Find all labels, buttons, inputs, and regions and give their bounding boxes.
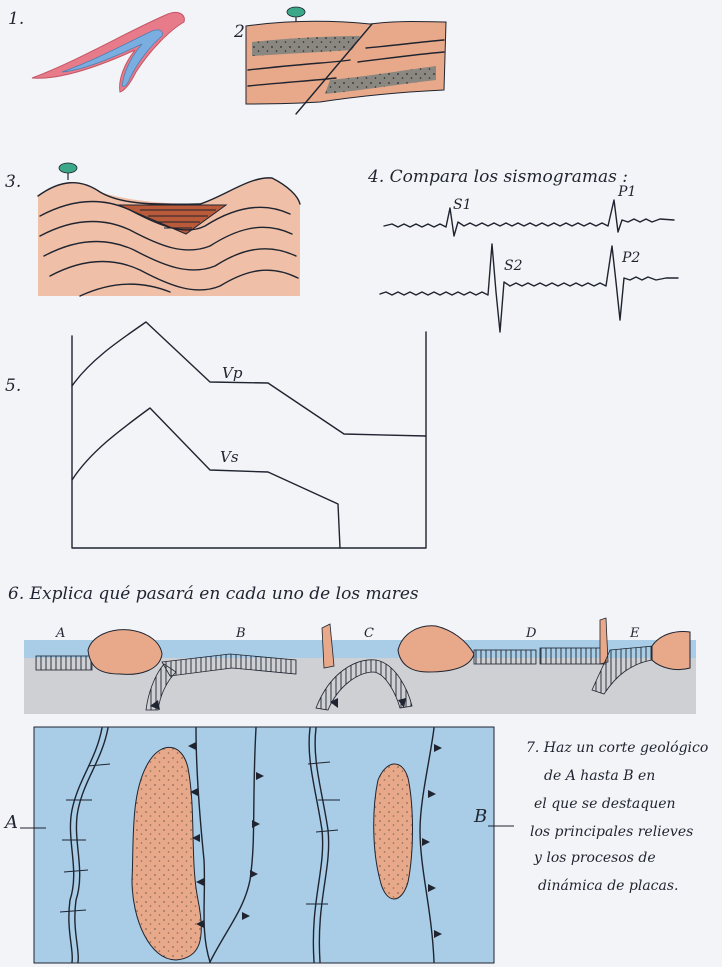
instruction-line-2: de A hasta B en xyxy=(544,768,655,784)
continent-east-texture xyxy=(373,763,413,899)
sea-label-d: D xyxy=(525,626,537,641)
section-5-number: 5. xyxy=(5,376,21,396)
label-p1: P1 xyxy=(617,184,636,200)
subduction-triangle-icon xyxy=(330,698,338,708)
surface-profile xyxy=(37,177,301,205)
continent-1 xyxy=(87,629,163,675)
ridge-2-transform-faults xyxy=(306,761,340,905)
oceanic-plate-d-left xyxy=(473,649,537,665)
subduction-triangle-icon xyxy=(398,698,406,708)
map-label-b: B xyxy=(473,806,487,827)
ridge-1-transform-faults xyxy=(59,763,111,913)
tree-icon xyxy=(286,6,306,22)
stratum-line-3 xyxy=(365,39,445,49)
dark-stratum-left-texture xyxy=(252,36,360,56)
sea-label-c: C xyxy=(364,626,374,641)
instruction-line-6: dinámica de placas. xyxy=(538,878,679,894)
continent-3 xyxy=(651,631,691,671)
trench-east xyxy=(419,727,435,963)
stratum-line-1 xyxy=(247,59,351,71)
vp-curve xyxy=(71,321,427,437)
label-p2: P2 xyxy=(621,250,640,266)
subduction-triangle-icon xyxy=(150,700,160,710)
section-7-map: A B 7. Haz un corte geológico de A hasta… xyxy=(3,726,708,964)
section-4-seismograms: 4. Compara los sismogramas : S1 P1 S2 P2 xyxy=(367,167,679,333)
island-arc-1 xyxy=(321,623,335,669)
subduction-triangle-icon xyxy=(188,742,204,928)
fold-line-1 xyxy=(39,200,291,231)
seas-prompt: 6. Explica qué pasará en cada uno de los… xyxy=(8,584,419,604)
label-s1: S1 xyxy=(453,197,472,213)
basin-lines xyxy=(140,209,216,229)
hill-surface xyxy=(38,177,300,296)
fold-line-3 xyxy=(43,240,297,271)
seismogram-prompt: 4. Compara los sismogramas : xyxy=(367,167,628,187)
subducting-slab-2 xyxy=(315,659,413,711)
section-5-velocity-graph: 5. Vp Vs xyxy=(5,321,427,549)
trench-west xyxy=(195,727,211,963)
label-s2: S2 xyxy=(504,258,523,274)
instruction-line-3: el que se destaquen xyxy=(534,796,676,812)
ridge-2-line-b xyxy=(314,727,330,963)
section-1-number: 1. xyxy=(8,9,24,29)
fault-plane xyxy=(295,23,373,115)
sea-label-b: B xyxy=(235,626,246,641)
section-3-number: 3. xyxy=(5,172,21,192)
dark-stratum-right-texture xyxy=(325,66,436,94)
fold-line-2 xyxy=(39,220,293,251)
oceanic-plate-a xyxy=(35,655,93,671)
ridge-2-line-a xyxy=(308,727,324,963)
vs-curve xyxy=(71,407,341,549)
map-ocean xyxy=(33,726,495,964)
section-1-fold: 1. xyxy=(8,9,185,93)
seismogram-1-trace xyxy=(383,199,675,237)
ridge-1-line-b xyxy=(74,727,109,963)
continent-2 xyxy=(397,625,475,673)
graph-frame xyxy=(71,331,427,549)
section-3-folds: 3. xyxy=(5,162,301,297)
map-label-a: A xyxy=(3,812,18,833)
section-2-number: 2 xyxy=(233,22,245,42)
basin-sediments xyxy=(117,204,228,235)
section-6-seas: 6. Explica qué pasará en cada uno de los… xyxy=(8,584,696,714)
oceanic-plate-d-right xyxy=(539,647,607,665)
continent-west-texture xyxy=(132,747,202,960)
label-vs: Vs xyxy=(220,448,239,466)
seismogram-2-trace xyxy=(379,243,679,333)
instruction-line-1: 7. Haz un corte geológico xyxy=(526,740,708,756)
fold-line-4 xyxy=(49,260,299,291)
ridge-1-line-a xyxy=(68,727,103,963)
subducting-slab-1 xyxy=(145,663,177,711)
fold-line-5 xyxy=(79,283,171,297)
tree-icon xyxy=(58,162,78,180)
sea-label-e: E xyxy=(629,626,640,641)
fold-inner-layer xyxy=(61,29,163,87)
stratum-line-2 xyxy=(247,77,337,87)
subducting-slab-3 xyxy=(591,645,655,695)
label-vp: Vp xyxy=(222,364,243,382)
stratum-line-4 xyxy=(357,51,445,63)
subduction-triangle-icon xyxy=(422,744,442,938)
section-2-fault: 2 xyxy=(233,6,447,115)
sea-label-a: A xyxy=(55,626,65,641)
instruction-line-4: los principales relieves xyxy=(530,824,693,840)
instruction-line-5: y los procesos de xyxy=(533,850,656,866)
